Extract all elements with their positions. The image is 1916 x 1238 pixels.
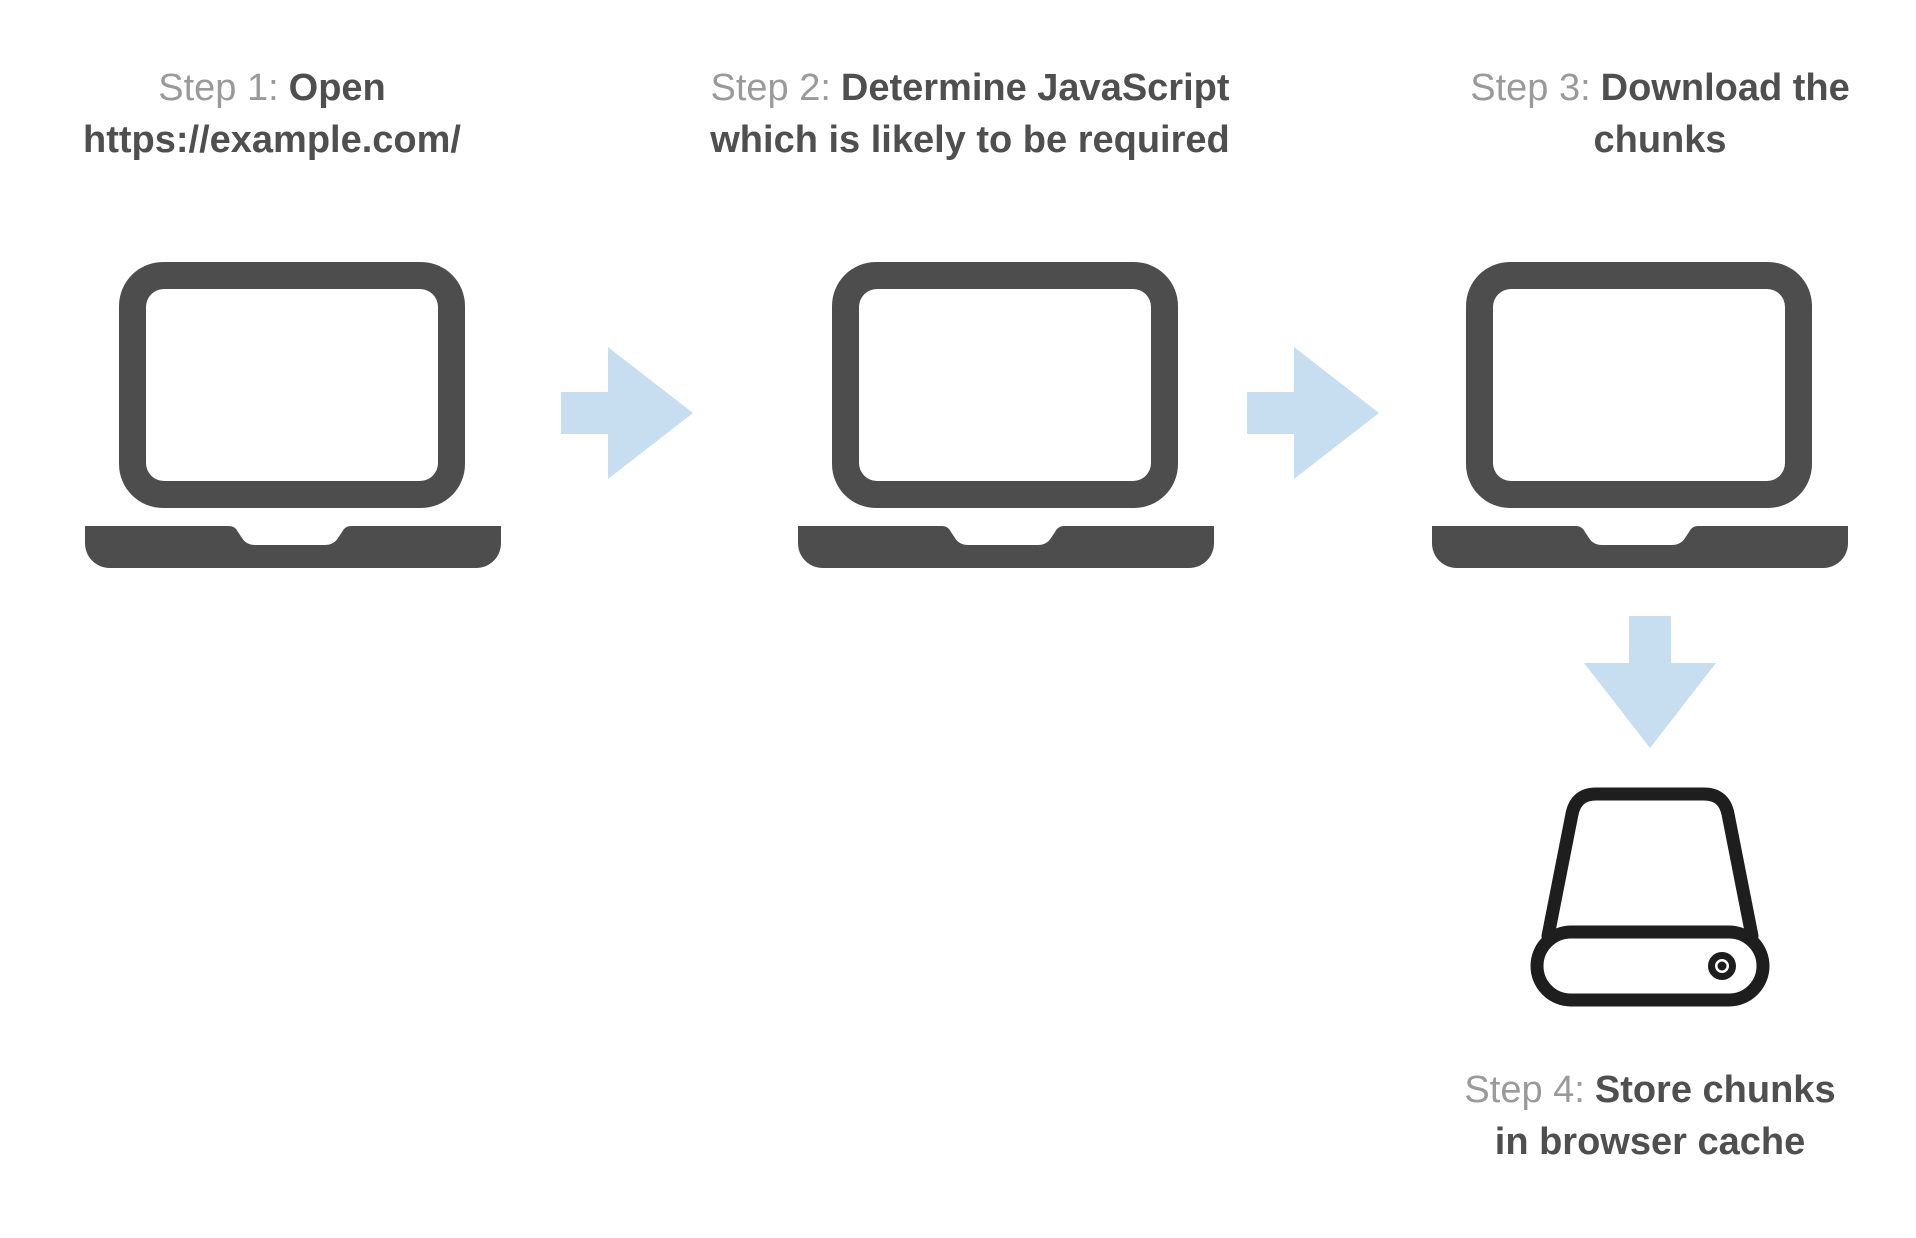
step4-caption-line2: in browser cache xyxy=(1390,1116,1910,1168)
drive-base xyxy=(1530,925,1770,1007)
step3-caption: Step 3:Download the chunks xyxy=(1400,62,1916,166)
step4-title-line2: in browser cache xyxy=(1494,1121,1806,1163)
step2-label: Step 2: xyxy=(710,67,831,109)
laptop-icon xyxy=(792,205,1222,575)
laptop-screen xyxy=(146,289,438,481)
hard-drive-icon xyxy=(1530,784,1775,1012)
step3-title-line1: Download the xyxy=(1600,67,1850,109)
step1-caption-line1: Step 1:Open xyxy=(42,62,502,114)
step4-label: Step 4: xyxy=(1464,1069,1585,1111)
step4-caption-line1: Step 4:Store chunks xyxy=(1390,1064,1910,1116)
drive-indicator-dot xyxy=(1717,961,1727,971)
laptop-base xyxy=(798,526,1214,568)
step1-caption: Step 1:Open https://example.com/ xyxy=(42,62,502,166)
drive-body xyxy=(1541,787,1759,943)
step3-title-line2: chunks xyxy=(1593,119,1727,161)
step3-label: Step 3: xyxy=(1470,67,1591,109)
step2-title-line2: which is likely to be required xyxy=(710,119,1230,161)
step2-caption-line2: which is likely to be required xyxy=(660,114,1280,166)
step1-title-line1: Open xyxy=(288,67,386,109)
laptop-icon xyxy=(1426,205,1856,575)
laptop-base xyxy=(85,526,501,568)
step4-caption: Step 4:Store chunks in browser cache xyxy=(1390,1064,1910,1168)
step2-title-line1: Determine JavaScript xyxy=(840,67,1230,109)
step2-caption: Step 2:Determine JavaScript which is lik… xyxy=(660,62,1280,166)
step1-caption-line2: https://example.com/ xyxy=(42,114,502,166)
arrow-right-icon xyxy=(561,347,693,479)
laptop-screen xyxy=(1493,289,1785,481)
laptop-screen xyxy=(859,289,1151,481)
laptop-base xyxy=(1432,526,1848,568)
laptop-icon xyxy=(79,205,509,575)
step3-caption-line1: Step 3:Download the xyxy=(1400,62,1916,114)
step1-label: Step 1: xyxy=(158,67,279,109)
step4-title-line1: Store chunks xyxy=(1594,1069,1836,1111)
step3-caption-line2: chunks xyxy=(1400,114,1916,166)
step2-caption-line1: Step 2:Determine JavaScript xyxy=(660,62,1280,114)
arrow-down-icon xyxy=(1584,616,1716,748)
arrow-right-icon xyxy=(1247,347,1379,479)
step1-title-line2: https://example.com/ xyxy=(83,119,461,161)
